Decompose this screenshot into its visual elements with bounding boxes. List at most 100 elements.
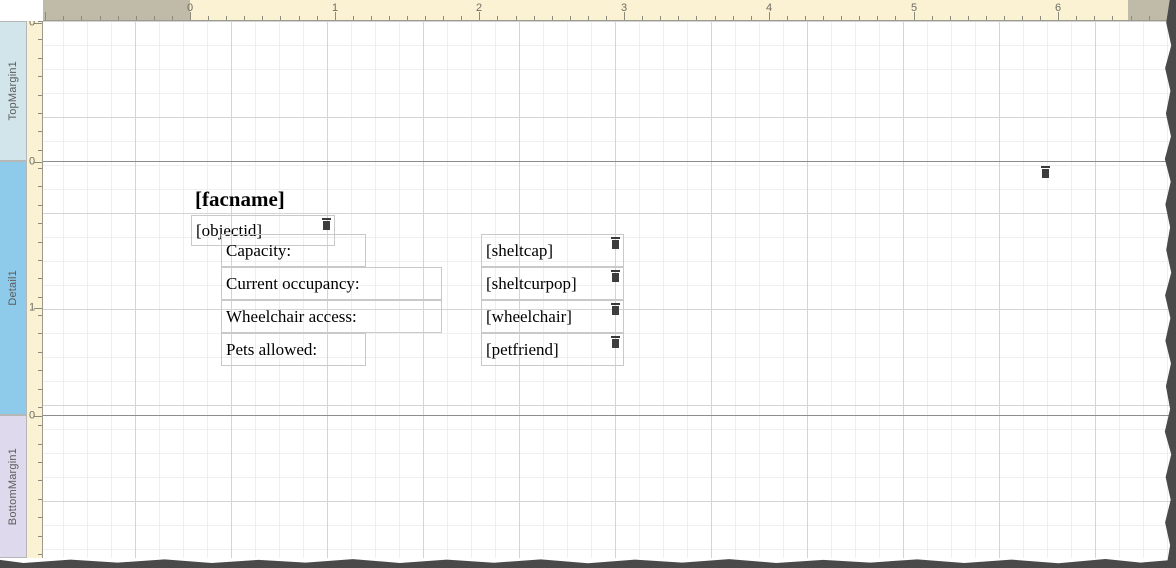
vruler-tick [38, 131, 42, 132]
vruler-tick [38, 186, 42, 187]
bound-field-icon-detail-right [1041, 166, 1050, 178]
vruler-tick [38, 39, 42, 40]
hruler-number: 1 [331, 2, 339, 14]
vruler-tick [38, 389, 42, 390]
band-label-bottommargin1-text: BottomMargin1 [7, 447, 19, 526]
hruler-tick [190, 12, 191, 20]
hruler-number: 4 [765, 2, 773, 14]
vruler-tick [38, 480, 42, 481]
control-label-wheelchair-access-text: Wheelchair access: [226, 306, 357, 326]
hruler-tick [678, 16, 679, 20]
band-label-detail1-text: Detail1 [7, 270, 19, 306]
vruler-number: 0 [29, 409, 36, 422]
hruler-tick [968, 16, 969, 20]
vruler-tick [38, 150, 42, 151]
hruler-tick [497, 16, 498, 20]
torn-bottom-edge [0, 559, 1176, 568]
hruler-tick [154, 16, 155, 20]
hruler-tick [443, 16, 444, 20]
hruler-tick [552, 16, 553, 20]
vruler-tick [38, 113, 42, 114]
vruler-tick [38, 370, 42, 371]
hruler-tick [642, 16, 643, 20]
band-label-topmargin1[interactable]: TopMargin1 [0, 21, 27, 161]
control-label-wheelchair-access[interactable]: Wheelchair access: [221, 300, 442, 333]
control-label-pets-allowed[interactable]: Pets allowed: [221, 333, 366, 366]
hruler-tick [335, 12, 336, 20]
vruler-number: 1 [29, 301, 36, 314]
vruler-tick [34, 162, 42, 163]
control-petfriend[interactable]: [petfriend] [481, 333, 624, 366]
vruler-tick [38, 168, 42, 169]
hruler-tick [1094, 16, 1095, 20]
vruler-tick [38, 205, 42, 206]
hruler-tick [914, 12, 915, 20]
hruler-tick [715, 16, 716, 20]
hruler-tick [63, 16, 64, 20]
vruler-tick [38, 425, 42, 426]
hruler-tick [479, 12, 480, 20]
control-label-current-occupancy[interactable]: Current occupancy: [221, 267, 442, 300]
hruler-number: 6 [1054, 2, 1062, 14]
hruler-tick [1076, 16, 1077, 20]
hruler-tick [100, 16, 101, 20]
control-wheelchair-text: [wheelchair] [486, 306, 572, 326]
hruler-tick [317, 16, 318, 20]
vruler-tick [38, 444, 42, 445]
vruler-tick [38, 21, 42, 22]
control-sheltcap[interactable]: [sheltcap] [481, 234, 624, 267]
hruler-tick [769, 12, 770, 20]
vruler-tick [34, 308, 42, 309]
band-separator-topmargin-detail[interactable] [43, 161, 1176, 162]
hruler-tick [299, 16, 300, 20]
band-label-topmargin1-text: TopMargin1 [7, 61, 19, 121]
hruler-tick [1112, 16, 1113, 20]
hruler-number: 5 [910, 2, 918, 14]
hruler-tick [425, 16, 426, 20]
design-canvas[interactable]: [facname] [objectid] Capacity: Current o… [43, 21, 1176, 558]
vruler-tick [38, 297, 42, 298]
torn-right-edge [1164, 0, 1176, 568]
band-label-bottommargin1[interactable]: BottomMargin1 [0, 415, 27, 558]
control-wheelchair[interactable]: [wheelchair] [481, 300, 624, 333]
vruler-tick [38, 260, 42, 261]
vruler-tick [38, 536, 42, 537]
hruler-tick [877, 16, 878, 20]
hruler-tick [407, 16, 408, 20]
hruler-number: 3 [620, 2, 628, 14]
band-label-detail1[interactable]: Detail1 [0, 161, 27, 415]
control-sheltcurpop[interactable]: [sheltcurpop] [481, 267, 624, 300]
control-petfriend-text: [petfriend] [486, 339, 559, 359]
hruler-tick [81, 16, 82, 20]
vruler-tick [38, 58, 42, 59]
hruler-tick [1004, 16, 1005, 20]
hruler-tick [1131, 16, 1132, 20]
hruler-tick [606, 16, 607, 20]
bound-field-icon [611, 303, 620, 315]
control-facname[interactable]: [facname] [191, 186, 303, 213]
hruler-tick [353, 16, 354, 20]
hruler-tick [588, 16, 589, 20]
band-label-column: TopMargin1 Detail1 BottomMargin1 [0, 21, 27, 558]
vruler-tick [38, 315, 42, 316]
hruler-tick [1022, 16, 1023, 20]
vruler-tick [38, 352, 42, 353]
hruler-tick [461, 16, 462, 20]
vruler-tick [34, 416, 42, 417]
hruler-number: 2 [475, 2, 483, 14]
bound-field-icon [322, 218, 331, 230]
hruler-right-margin-region[interactable] [1128, 0, 1176, 20]
hruler-tick [172, 16, 173, 20]
vruler-tick [38, 517, 42, 518]
hruler-tick [624, 12, 625, 20]
control-label-capacity[interactable]: Capacity: [221, 234, 366, 267]
hruler-left-margin-region[interactable] [43, 0, 190, 20]
hruler-tick [895, 16, 896, 20]
band-separator-detail-bottommargin[interactable] [43, 415, 1176, 416]
bound-field-icon [611, 237, 620, 249]
hruler-tick [805, 16, 806, 20]
hruler-tick [696, 16, 697, 20]
hruler-tick [262, 16, 263, 20]
